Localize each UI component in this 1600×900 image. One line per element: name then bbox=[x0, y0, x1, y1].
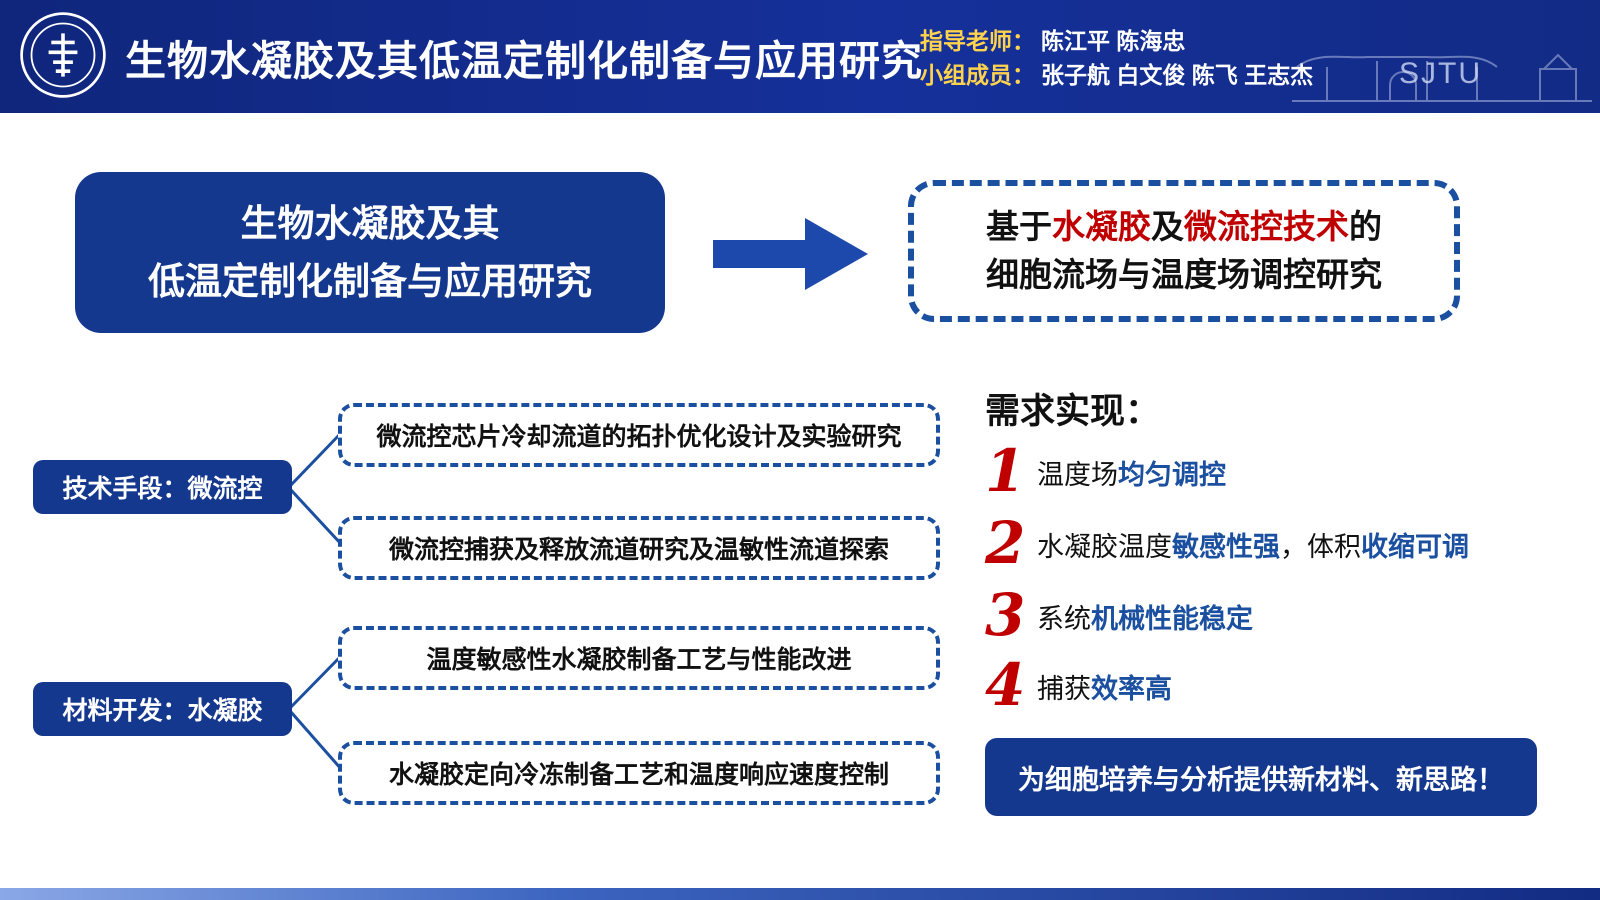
requirement-text-highlight: 敏感性强 bbox=[1172, 532, 1280, 562]
requirement-text: 系统机械性能稳定 bbox=[1037, 597, 1253, 644]
advisor-label: 指导老师： bbox=[920, 28, 1035, 54]
target-text-plain: 及 bbox=[1151, 208, 1184, 246]
bottom-accent-bar bbox=[0, 888, 1600, 900]
requirement-text: 水凝胶温度敏感性强，体积收缩可调 bbox=[1037, 525, 1469, 572]
requirements-heading: 需求实现： bbox=[985, 392, 1161, 431]
requirement-item-4: 4 捕获效率高 bbox=[985, 652, 1172, 714]
branch-label-hydrogel: 材料开发：水凝胶 bbox=[33, 682, 292, 736]
members-line: 小组成员：张子航 白文俊 陈飞 王志杰 bbox=[920, 58, 1313, 92]
campus-label: SJTU bbox=[1399, 57, 1482, 90]
requirement-text: 温度场均匀调控 bbox=[1037, 453, 1226, 500]
target-text-plain: 基于 bbox=[986, 208, 1052, 246]
conclusion-banner: 为细胞培养与分析提供新材料、新思路！ bbox=[985, 738, 1537, 816]
members-label: 小组成员： bbox=[920, 62, 1035, 88]
requirement-text-plain: ，体积 bbox=[1280, 532, 1361, 562]
source-topic-box: 生物水凝胶及其 低温定制化制备与应用研究 bbox=[75, 172, 665, 333]
target-text-red: 水凝胶 bbox=[1052, 208, 1151, 246]
requirement-text-highlight: 收缩可调 bbox=[1361, 532, 1469, 562]
campus-line-art-icon bbox=[1292, 37, 1592, 109]
requirement-text-plain: 系统 bbox=[1037, 604, 1091, 634]
source-topic-line1: 生物水凝胶及其 bbox=[240, 203, 500, 245]
requirement-text: 捕获效率高 bbox=[1037, 667, 1172, 714]
branch-item-1: 微流控芯片冷却流道的拓扑优化设计及实验研究 bbox=[338, 403, 940, 467]
university-logo-icon bbox=[18, 10, 108, 100]
branch-label-microfluidics: 技术手段：微流控 bbox=[33, 460, 292, 514]
header-bar: 生物水凝胶及其低温定制化制备与应用研究 指导老师：陈江平 陈海忠 小组成员：张子… bbox=[0, 0, 1600, 113]
requirement-number: 1 bbox=[985, 437, 1026, 505]
branch-item-3: 温度敏感性水凝胶制备工艺与性能改进 bbox=[338, 626, 940, 690]
requirement-text-highlight: 效率高 bbox=[1091, 674, 1172, 704]
target-text-red: 微流控技术 bbox=[1184, 208, 1349, 246]
requirement-text-plain: 水凝胶温度 bbox=[1037, 532, 1172, 562]
page-title: 生物水凝胶及其低温定制化制备与应用研究 bbox=[125, 37, 923, 84]
source-topic-line2: 低温定制化制备与应用研究 bbox=[148, 260, 592, 302]
target-topic-box: 基于水凝胶及微流控技术的 细胞流场与温度场调控研究 bbox=[908, 180, 1460, 322]
requirement-text-plain: 温度场 bbox=[1037, 460, 1118, 490]
requirement-item-3: 3 系统机械性能稳定 bbox=[985, 582, 1253, 644]
target-text-plain: 的 bbox=[1349, 208, 1382, 246]
requirement-text-plain: 捕获 bbox=[1037, 674, 1091, 704]
right-arrow-icon bbox=[713, 215, 868, 293]
target-topic-line2: 细胞流场与温度场调控研究 bbox=[986, 256, 1382, 293]
members-names: 张子航 白文俊 陈飞 王志杰 bbox=[1041, 62, 1314, 88]
requirement-item-1: 1 温度场均匀调控 bbox=[985, 438, 1226, 500]
requirement-number: 2 bbox=[985, 509, 1026, 577]
requirement-item-2: 2 水凝胶温度敏感性强，体积收缩可调 bbox=[985, 510, 1469, 572]
requirement-number: 3 bbox=[985, 581, 1026, 649]
branch-item-4: 水凝胶定向冷冻制备工艺和温度响应速度控制 bbox=[338, 741, 940, 805]
requirement-number: 4 bbox=[985, 651, 1026, 719]
advisor-names: 陈江平 陈海忠 bbox=[1041, 28, 1186, 54]
credits-block: 指导老师：陈江平 陈海忠 小组成员：张子航 白文俊 陈飞 王志杰 bbox=[920, 24, 1313, 92]
advisor-line: 指导老师：陈江平 陈海忠 bbox=[920, 24, 1313, 58]
target-topic-line1: 基于水凝胶及微流控技术的 bbox=[986, 203, 1382, 251]
requirement-text-highlight: 均匀调控 bbox=[1118, 460, 1226, 490]
requirement-text-highlight: 机械性能稳定 bbox=[1091, 604, 1253, 634]
branch-item-2: 微流控捕获及释放流道研究及温敏性流道探索 bbox=[338, 516, 940, 580]
